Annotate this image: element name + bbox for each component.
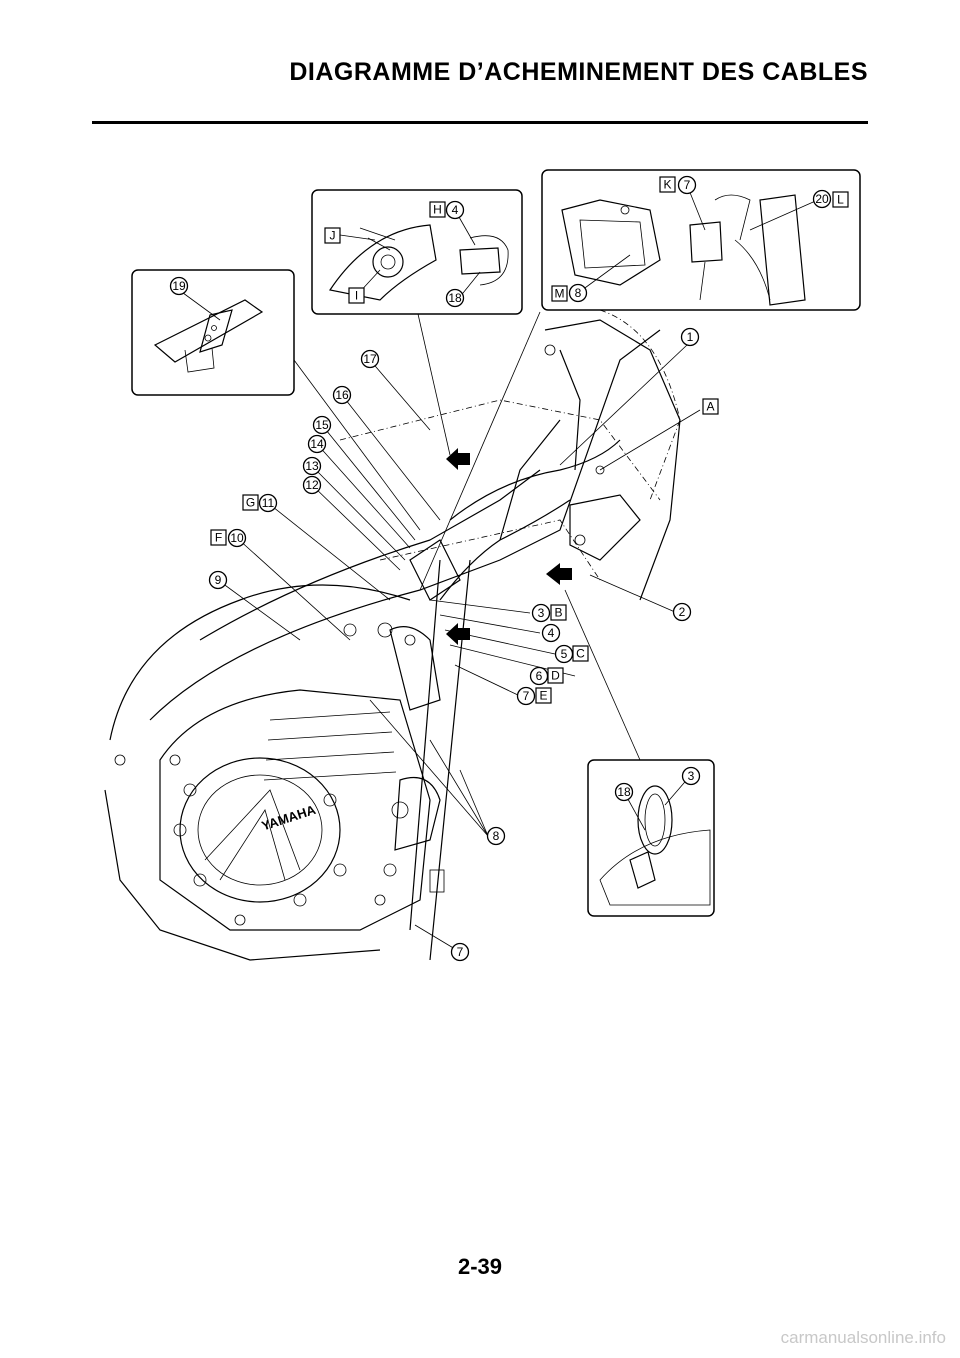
letter-l: L bbox=[832, 191, 849, 208]
letter-m: M bbox=[551, 285, 568, 302]
svg-text:4: 4 bbox=[452, 203, 459, 217]
svg-text:8: 8 bbox=[493, 829, 500, 843]
letter-j: J bbox=[324, 227, 341, 244]
svg-text:K: K bbox=[663, 178, 671, 192]
callout-13: 13 bbox=[302, 456, 322, 476]
callout-1: 1 bbox=[680, 327, 700, 347]
svg-text:7: 7 bbox=[457, 945, 464, 959]
svg-text:8: 8 bbox=[575, 286, 582, 300]
callout-15: 15 bbox=[312, 415, 332, 435]
callout-10: 10 bbox=[227, 528, 247, 548]
svg-text:7: 7 bbox=[523, 689, 530, 703]
callout-3a: 3 bbox=[531, 603, 551, 623]
callout-9: 9 bbox=[208, 570, 228, 590]
svg-text:D: D bbox=[551, 669, 560, 683]
svg-text:H: H bbox=[433, 203, 442, 217]
svg-text:9: 9 bbox=[215, 573, 222, 587]
svg-text:7: 7 bbox=[684, 178, 691, 192]
svg-text:12: 12 bbox=[305, 478, 319, 492]
callout-16: 16 bbox=[332, 385, 352, 405]
svg-text:L: L bbox=[837, 193, 844, 207]
svg-text:M: M bbox=[555, 287, 565, 301]
letter-d: D bbox=[547, 667, 564, 684]
letter-h: H bbox=[429, 201, 446, 218]
svg-text:5: 5 bbox=[561, 647, 568, 661]
letter-a: A bbox=[702, 398, 719, 415]
letter-i: I bbox=[348, 287, 365, 304]
svg-text:15: 15 bbox=[315, 418, 329, 432]
callout-6: 6 bbox=[529, 666, 549, 686]
header-rule bbox=[92, 121, 868, 124]
watermark: carmanualsonline.info bbox=[780, 1328, 946, 1347]
callout-3b: 3 bbox=[681, 766, 701, 786]
inset-19 bbox=[131, 269, 295, 396]
letter-g: G bbox=[242, 494, 259, 511]
page-title: DIAGRAMME D’ACHEMINEMENT DES CABLES bbox=[289, 58, 868, 86]
svg-text:A: A bbox=[706, 400, 714, 414]
callout-17: 17 bbox=[360, 349, 380, 369]
letter-e: E bbox=[535, 687, 552, 704]
callout-7c: 7 bbox=[677, 175, 697, 195]
svg-text:1: 1 bbox=[687, 330, 694, 344]
svg-text:19: 19 bbox=[172, 279, 186, 293]
callout-5: 5 bbox=[554, 644, 574, 664]
inset-klm bbox=[541, 169, 861, 311]
leader-lines bbox=[178, 184, 821, 953]
svg-text:E: E bbox=[539, 689, 547, 703]
callout-2: 2 bbox=[672, 602, 692, 622]
letter-c: C bbox=[572, 645, 589, 662]
svg-text:C: C bbox=[576, 647, 585, 661]
svg-text:B: B bbox=[554, 606, 562, 620]
svg-text:I: I bbox=[355, 289, 358, 303]
svg-text:16: 16 bbox=[335, 388, 349, 402]
callout-8b: 8 bbox=[568, 283, 588, 303]
svg-text:10: 10 bbox=[230, 531, 244, 545]
callout-4b: 4 bbox=[445, 200, 465, 220]
svg-text:17: 17 bbox=[363, 352, 377, 366]
callout-19: 19 bbox=[169, 276, 189, 296]
svg-text:11: 11 bbox=[262, 496, 275, 510]
svg-text:4: 4 bbox=[548, 626, 555, 640]
callout-20: 20 bbox=[812, 189, 832, 209]
page-number: 2-39 bbox=[457, 1254, 503, 1279]
svg-text:J: J bbox=[330, 229, 336, 243]
callout-7a: 7 bbox=[516, 686, 536, 706]
svg-text:18: 18 bbox=[448, 291, 462, 305]
svg-text:G: G bbox=[246, 496, 255, 510]
svg-text:6: 6 bbox=[536, 669, 543, 683]
callout-12: 12 bbox=[302, 475, 322, 495]
svg-text:F: F bbox=[215, 531, 222, 545]
callout-14: 14 bbox=[307, 434, 327, 454]
svg-text:3: 3 bbox=[538, 606, 545, 620]
svg-text:14: 14 bbox=[310, 437, 324, 451]
svg-text:2: 2 bbox=[679, 605, 686, 619]
svg-text:20: 20 bbox=[815, 192, 829, 206]
callout-8a: 8 bbox=[486, 826, 506, 846]
svg-text:18: 18 bbox=[617, 785, 631, 799]
inset-hij bbox=[311, 189, 523, 315]
brand-text: YAMAHA bbox=[260, 802, 318, 834]
callout-18b: 18 bbox=[614, 782, 634, 802]
callout-4a: 4 bbox=[541, 623, 561, 643]
letter-k: K bbox=[659, 176, 676, 193]
svg-text:3: 3 bbox=[688, 769, 695, 783]
letter-f: F bbox=[210, 529, 227, 546]
direction-arrows bbox=[446, 448, 572, 645]
letter-b: B bbox=[550, 604, 567, 621]
callout-18a: 18 bbox=[445, 288, 465, 308]
callout-11: 11 bbox=[258, 493, 278, 513]
callout-7b: 7 bbox=[450, 942, 470, 962]
svg-text:13: 13 bbox=[305, 459, 319, 473]
